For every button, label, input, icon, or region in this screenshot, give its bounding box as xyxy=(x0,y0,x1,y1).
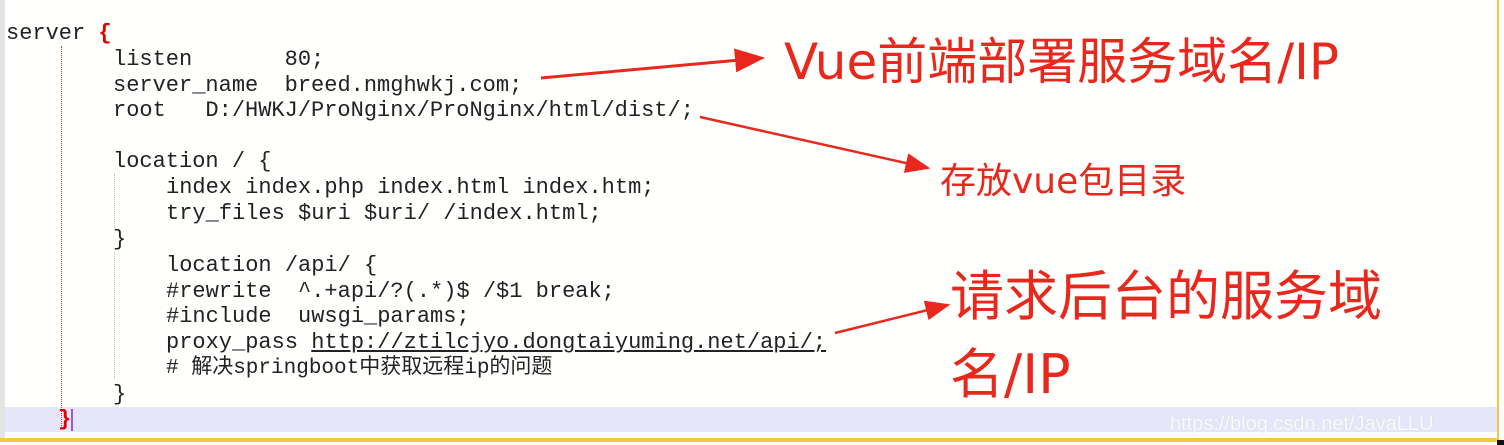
code-line: index index.php index.html index.htm; xyxy=(166,175,655,200)
resize-corner xyxy=(1497,440,1504,445)
code-line: } xyxy=(113,227,127,252)
arrow-vue-domain xyxy=(540,48,765,80)
annotation-vue-dir: 存放vue包目录 xyxy=(940,161,1187,202)
editor-border xyxy=(1497,0,1499,440)
arrow-vue-dir xyxy=(699,115,931,173)
editor-border xyxy=(0,438,1497,442)
indent-guide xyxy=(114,252,115,379)
code-line: server { xyxy=(6,21,112,46)
code-text: breed.nmghwkj.com; xyxy=(284,73,523,98)
code-text: server_name xyxy=(113,73,285,98)
code-line: listen 80; xyxy=(113,47,325,72)
arrow-backend xyxy=(834,300,951,335)
text-caret xyxy=(71,409,73,431)
code-line: #rewrite ^.+api/?(.*)$ /$1 break; xyxy=(166,279,615,304)
code-comment: # 解决springboot中获取远程ip的问题 xyxy=(166,357,553,380)
code-text: server xyxy=(6,21,99,46)
code-line: try_files $uri $uri/ /index.html; xyxy=(166,201,602,226)
code-text: proxy_pass xyxy=(166,330,312,355)
proxy-link[interactable]: http://ztilcjyo.dongtaiyuming.net/api/; xyxy=(311,330,827,355)
code-line: location /api/ { xyxy=(166,253,378,278)
code-line: root D:/HWKJ/ProNginx/ProNginx/html/dist… xyxy=(113,98,694,123)
brace: { xyxy=(98,21,112,46)
watermark: https://blog.csdn.net/JavaLLU xyxy=(1170,413,1434,435)
closing-brace: } xyxy=(58,407,72,432)
annotation-backend-1: 请求后台的服务域 xyxy=(950,265,1382,328)
code-line: proxy_pass http://ztilcjyo.dongtaiyuming… xyxy=(166,330,826,355)
annotation-vue-domain: Vue前端部署服务域名/IP xyxy=(784,33,1340,91)
current-line-highlight xyxy=(5,407,1497,432)
indent-guide xyxy=(61,46,62,428)
annotation-backend-2: 名/IP xyxy=(950,343,1071,406)
code-line: location / { xyxy=(113,149,272,174)
code-line: #include uwsgi_params; xyxy=(166,304,470,329)
indent-guide xyxy=(114,174,115,228)
code-line: } xyxy=(113,382,127,407)
code-line: server_name breed.nmghwkj.com; xyxy=(113,73,522,98)
